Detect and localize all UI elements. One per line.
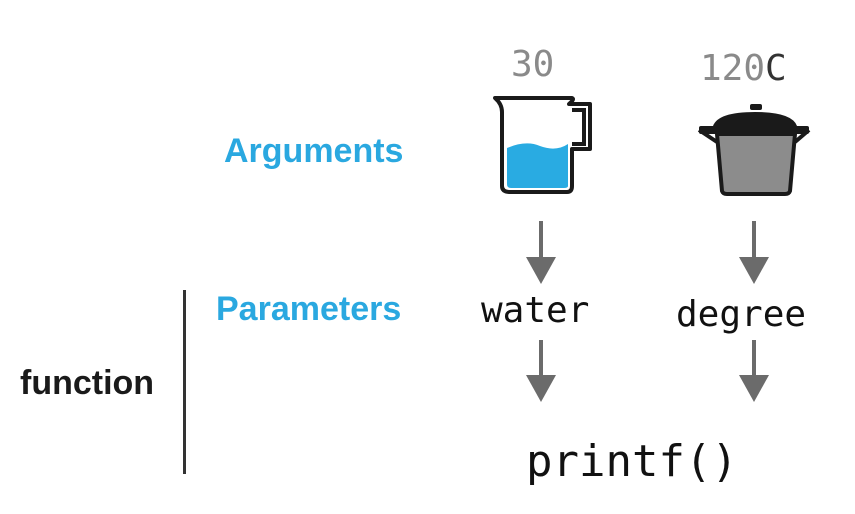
argument-unit-degree: C <box>765 48 787 89</box>
argument-value-degree: 120C <box>700 48 787 89</box>
arrow-water-to-parameter <box>526 221 556 284</box>
arrow-water-to-function <box>526 340 556 402</box>
arguments-label: Arguments <box>224 132 404 170</box>
arrow-degree-to-parameter <box>739 221 769 284</box>
argument-value-degree-number: 120 <box>700 48 766 89</box>
function-label: function <box>20 364 155 402</box>
function-call: printf() <box>526 436 738 487</box>
argument-value-water: 30 <box>511 44 555 85</box>
arrow-degree-to-function <box>739 340 769 402</box>
function-bracket-line <box>183 290 186 474</box>
parameter-degree: degree <box>676 294 807 335</box>
cooking-pot-icon <box>697 104 811 196</box>
water-jug-icon <box>493 96 592 194</box>
parameter-water: water <box>481 290 590 331</box>
parameters-label: Parameters <box>216 290 402 328</box>
